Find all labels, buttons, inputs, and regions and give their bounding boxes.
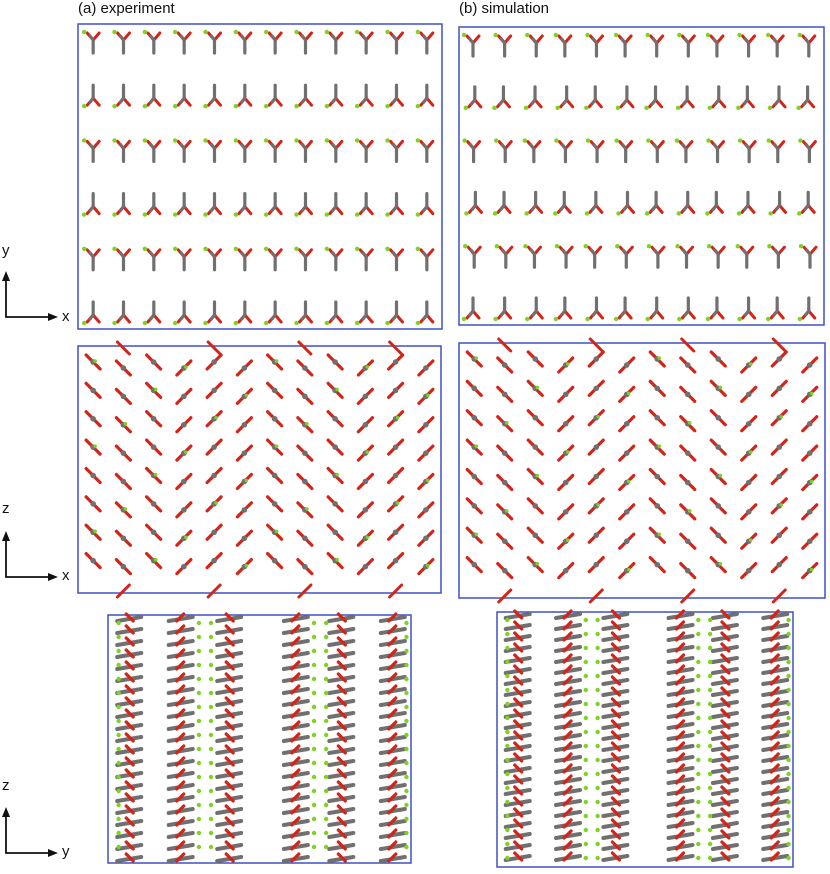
axis-label-z-vertical-2: z [2, 777, 10, 794]
axis-label-x-horizontal-2: x [62, 567, 70, 584]
axis-arrows-zx [2, 531, 58, 581]
panel-a-xy [77, 23, 443, 330]
axis-label-x-horizontal: x [62, 308, 70, 325]
axis-label-y-horizontal: y [62, 843, 70, 860]
axis-arrows-xy [2, 271, 58, 321]
axis-label-y-vertical: y [2, 242, 10, 259]
panel-label-experiment: (a) experiment [78, 0, 175, 17]
axis-arrows-zy [2, 807, 58, 857]
axis-label-z-vertical: z [2, 500, 10, 517]
panel-a-zx [77, 340, 442, 599]
panel-b-zx [458, 337, 826, 604]
panel-b-xy [458, 26, 825, 326]
panel-a-zy [107, 612, 412, 864]
panel-b-zy [496, 609, 794, 868]
panel-label-simulation: (b) simulation [459, 0, 550, 17]
